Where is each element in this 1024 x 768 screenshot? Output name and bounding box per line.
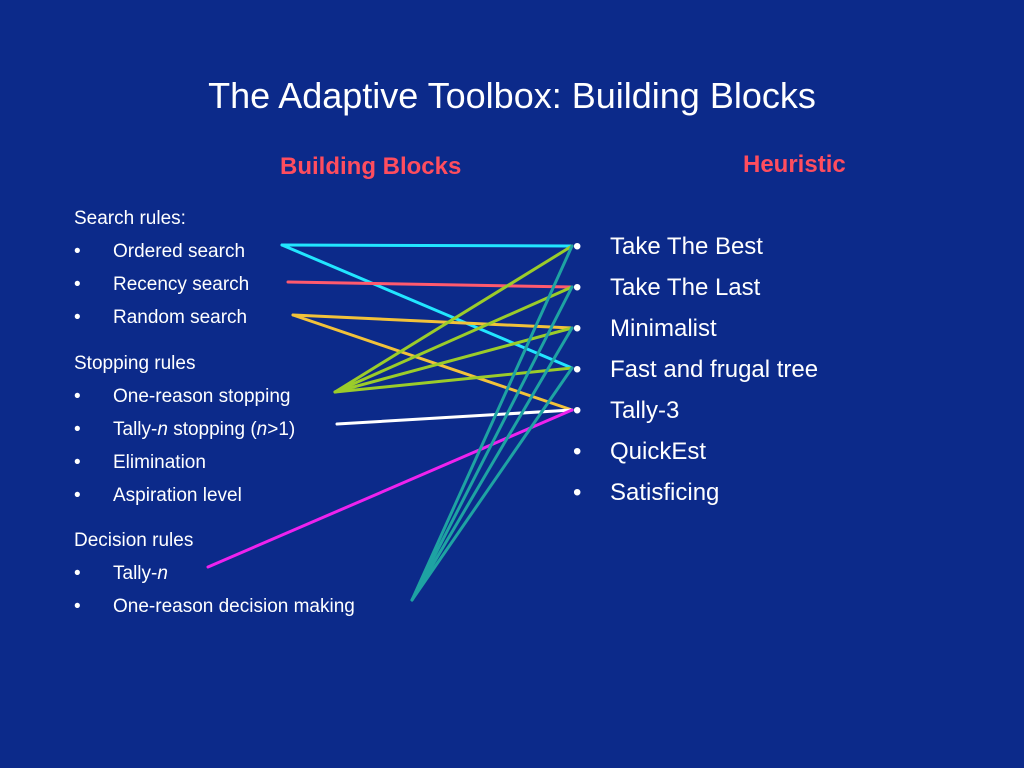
heuristic-label: Take The Last [610, 274, 761, 301]
bullet: • [74, 307, 81, 328]
bullet: • [573, 438, 582, 465]
connection-line-5 [291, 313, 574, 412]
heuristic-label: Minimalist [610, 315, 717, 342]
building-blocks-heading: Building Blocks [280, 153, 462, 180]
label-part: >1) [267, 419, 296, 440]
item-label: Aspiration level [113, 485, 242, 506]
item-label: Elimination [113, 452, 206, 473]
bullet: • [573, 356, 582, 383]
connection-line-4 [291, 313, 574, 330]
connection-line-7 [333, 285, 574, 394]
connection-line-11 [206, 408, 574, 569]
stopping-rules-label: Stopping rules [74, 353, 196, 374]
label-part: Tally- [113, 563, 158, 584]
bullet: • [573, 233, 582, 260]
bullet: • [74, 274, 81, 295]
connection-line-13 [410, 285, 574, 602]
connection-line-8 [333, 326, 574, 394]
bullet: • [573, 315, 582, 342]
bullet: • [74, 485, 81, 506]
connection-line-3 [286, 280, 574, 289]
heuristic-label: Take The Best [610, 233, 763, 260]
connection-line-10 [335, 408, 574, 426]
bullet: • [74, 386, 81, 407]
bullet: • [74, 563, 81, 584]
connection-line-14 [410, 326, 574, 602]
item-label: Recency search [113, 274, 250, 295]
bullet: • [74, 241, 81, 262]
item-label: Ordered search [113, 241, 246, 262]
connection-line-12 [410, 244, 574, 602]
label-part: stopping ( [167, 419, 257, 440]
connection-line-9 [333, 366, 574, 394]
connection-line-6 [333, 244, 574, 394]
connection-line-1 [280, 243, 574, 248]
search-rules-label: Search rules: [74, 208, 186, 229]
heuristic-label: QuickEst [610, 438, 707, 465]
item-label: One-reason decision making [113, 596, 355, 617]
label-part: Tally- [113, 419, 158, 440]
heuristic-label: Fast and frugal tree [610, 356, 819, 383]
label-part-italic: n [157, 563, 168, 584]
item-label: Random search [113, 307, 248, 328]
item-label: Tally-n [113, 563, 168, 585]
bullet: • [74, 596, 81, 617]
bullet: • [573, 479, 582, 506]
label-part-italic: n [157, 419, 168, 440]
bullet: • [573, 397, 582, 424]
heuristic-heading: Heuristic [743, 151, 846, 178]
label-part-italic: n [256, 419, 268, 440]
item-label: One-reason stopping [113, 386, 291, 407]
bullet: • [74, 452, 81, 473]
bullet: • [74, 419, 81, 440]
bullet: • [573, 274, 582, 301]
item-label: Tally-n stopping (n>1) [113, 419, 295, 441]
connection-line-2 [280, 243, 574, 370]
decision-rules-label: Decision rules [74, 530, 194, 551]
heuristic-label: Tally-3 [610, 397, 680, 424]
slide-title: The Adaptive Toolbox: Building Blocks [208, 75, 816, 116]
heuristic-label: Satisficing [610, 479, 720, 506]
connection-line-15 [410, 366, 574, 602]
